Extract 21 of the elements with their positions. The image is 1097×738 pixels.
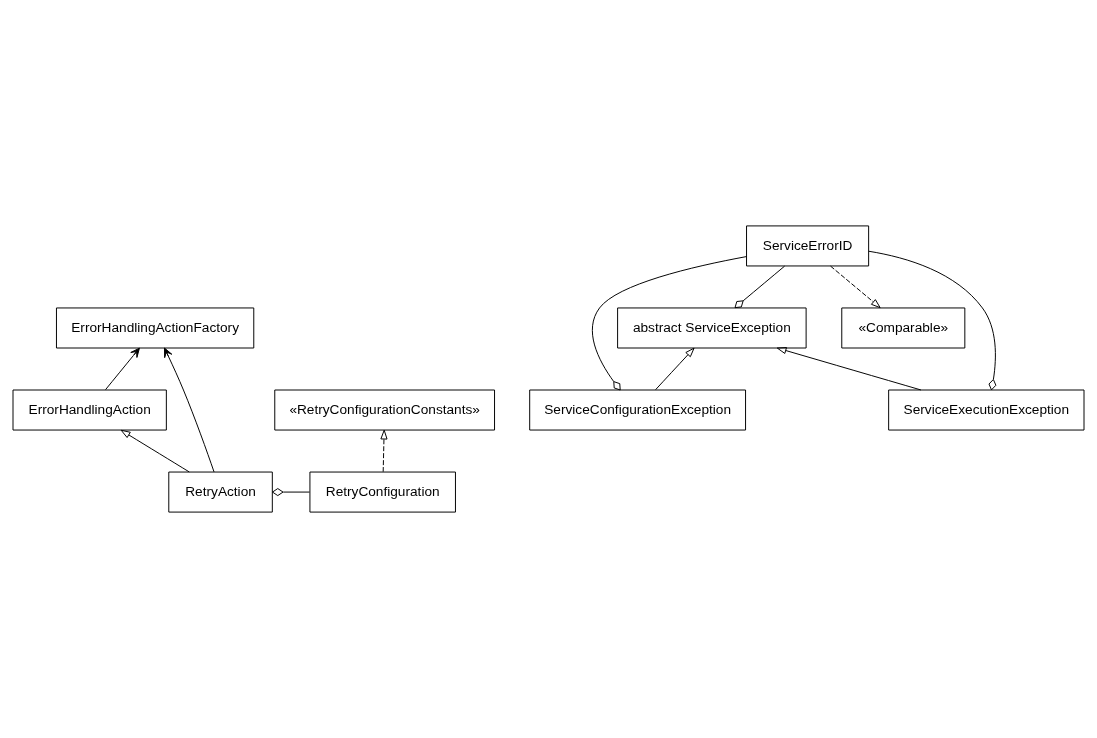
arrow	[380, 429, 388, 473]
node-box: RetryAction	[168, 471, 273, 513]
arrow	[776, 347, 922, 391]
node-box: RetryConfiguration	[309, 471, 456, 513]
arrow	[120, 429, 190, 473]
connector	[591, 256, 747, 391]
node-box: «Comparable»	[841, 307, 966, 349]
node-box: «RetryConfigurationConstants»	[274, 389, 495, 431]
arrow	[830, 265, 881, 309]
connector	[734, 265, 786, 309]
node-box: ErrorHandlingActionFactory	[56, 307, 255, 349]
arrow	[163, 347, 215, 473]
node-box: ErrorHandlingAction	[12, 389, 167, 431]
node-box: abstract ServiceException	[617, 307, 807, 349]
node-box: ServiceConfigurationException	[529, 389, 747, 431]
connector	[868, 250, 997, 391]
node-box: ServiceExecutionException	[888, 389, 1085, 431]
arrow	[655, 347, 695, 391]
connector	[272, 488, 310, 497]
arrow	[105, 347, 140, 391]
node-box: ServiceErrorID	[746, 225, 870, 267]
